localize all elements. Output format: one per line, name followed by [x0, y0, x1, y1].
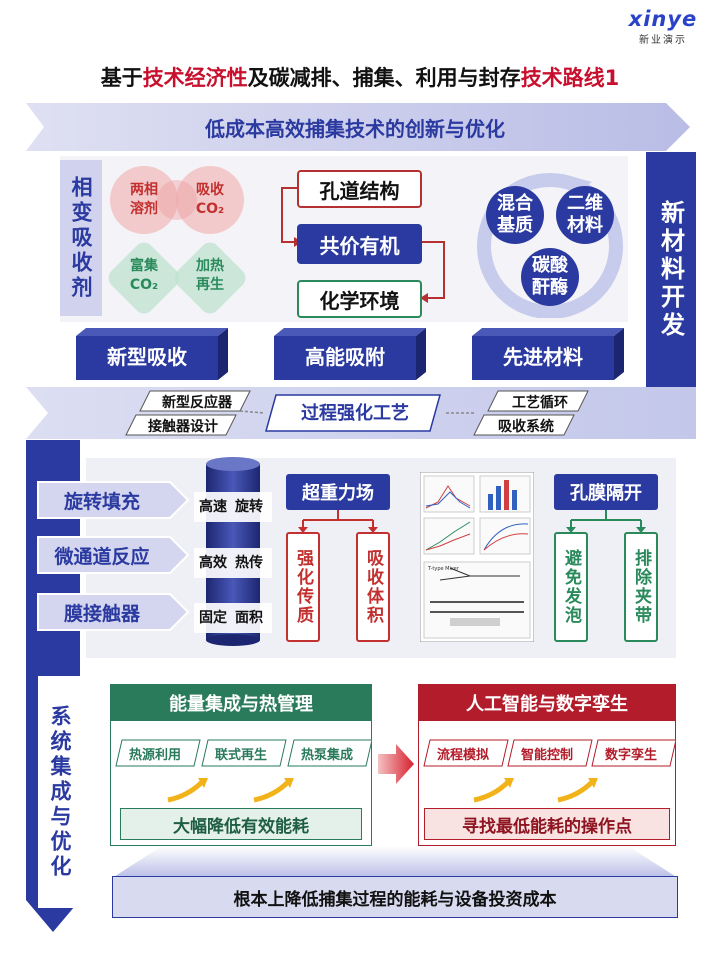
energy-chip-heat-pump: 热泵集成 — [300, 747, 353, 763]
cylinder-label-efficient: 高效 — [199, 555, 227, 571]
pore-structure-box: 孔道结构 — [297, 170, 422, 208]
tag-new-reactor: 新型反应器 — [162, 395, 232, 411]
ai-chip-shapes — [423, 739, 676, 803]
cylinder-label-area: 面积 — [235, 610, 263, 626]
brand-logo: xinye — [628, 7, 698, 31]
ai-chip-process-sim: 流程模拟 — [436, 747, 489, 763]
venn-diagram — [108, 166, 246, 314]
mini-bar-chart — [479, 475, 531, 513]
energy-chip-shapes — [115, 739, 372, 803]
slab-new-absorption — [76, 328, 228, 380]
membrane-separation-title: 孔膜隔开 — [554, 474, 658, 510]
title-part-3: 及碳减排、捕集、利用与封存 — [247, 66, 521, 90]
equipment-cylinder — [194, 457, 272, 646]
top-band-title: 低成本高效捕集技术的创新与优化 — [205, 116, 505, 141]
slab-advanced-materials — [472, 328, 624, 380]
cylinder-label-high-speed: 高速 — [199, 499, 227, 515]
slab-label-new-absorption: 新型吸收 — [107, 344, 187, 369]
slab-high-energy-adsorption — [274, 328, 426, 380]
high-gravity-title: 超重力场 — [286, 474, 390, 510]
cylinder-label-rotation: 旋转 — [235, 499, 263, 515]
ai-result-box: 寻找最低能耗的操作点 — [424, 808, 670, 840]
phase-change-label: 相变吸收剂 — [60, 160, 102, 316]
cylinder-label-heat-transfer: 热传 — [235, 555, 263, 571]
method-microchannel: 微通道反应 — [54, 545, 150, 568]
new-material-development-label: 新材料开发 — [646, 152, 696, 388]
right-arrow-icon — [378, 744, 414, 784]
method-rotating-packed: 旋转填充 — [63, 490, 140, 513]
process-band — [26, 387, 696, 439]
category-slabs — [76, 328, 624, 380]
energy-result-box: 大幅降低有效能耗 — [120, 808, 362, 840]
title-highlight-2: 技术路线1 — [520, 66, 620, 90]
tag-process-cycle: 工艺循环 — [512, 395, 568, 411]
venn-heat-regen: 加热再生 — [196, 258, 224, 293]
cylinder-label-fixed: 固定 — [199, 610, 227, 626]
research-figures: T-type Mixer — [420, 472, 534, 642]
system-integration-label: 系统集成与优化 — [38, 676, 82, 908]
brand-subtitle: 新业演示 — [639, 34, 687, 46]
material-2d: 二维材料 — [556, 186, 614, 244]
ai-chip-smart-control: 智能控制 — [520, 747, 573, 763]
slab-label-high-adsorption: 高能吸附 — [305, 344, 385, 369]
venn-two-phase: 两相溶剂 — [130, 182, 158, 217]
mini-line-chart-1 — [423, 475, 475, 513]
material-carbonic-anhydrase: 碳酸酐酶 — [521, 248, 579, 306]
slab-label-advanced-materials: 先进材料 — [503, 344, 583, 369]
bottom-conclusion: 根本上降低捕集过程的能耗与设备投资成本 — [112, 876, 678, 918]
mini-line-chart-2 — [423, 517, 475, 555]
energy-card-title: 能量集成与热管理 — [111, 685, 371, 721]
title-highlight-1: 技术经济性 — [142, 66, 248, 90]
title-part-1: 基于 — [100, 66, 143, 90]
top-arrow-band — [26, 103, 690, 151]
membrane-avoid-foaming: 避免发泡 — [554, 532, 588, 642]
bottom-funnel — [112, 846, 678, 878]
figure-mixer-label: T-type Mixer — [427, 566, 460, 572]
covalent-organic-box: 共价有机 — [297, 224, 422, 264]
high-gravity-connectors — [298, 510, 378, 533]
method-membrane-contactor: 膜接触器 — [63, 602, 140, 625]
membrane-remove-entrainment: 排除夹带 — [624, 532, 658, 642]
structure-connectors — [281, 187, 445, 303]
tag-contactor-design: 接触器设计 — [148, 419, 218, 435]
material-mixed-matrix: 混合基质 — [486, 186, 544, 244]
mini-line-chart-3 — [479, 517, 531, 555]
mixer-schematic — [423, 561, 531, 639]
hg-enhanced-mass-transfer: 强化传质 — [286, 532, 320, 642]
chemical-environment-box: 化学环境 — [297, 280, 422, 318]
membrane-connectors — [566, 510, 646, 533]
page-title: 基于技术经济性及碳减排、捕集、利用与封存技术路线1 — [20, 62, 700, 92]
hg-absorption-volume: 吸收体积 — [356, 532, 390, 642]
energy-chip-coupled-regen: 联式再生 — [214, 747, 267, 763]
process-intensification-title: 过程强化工艺 — [301, 403, 409, 424]
ai-chip-digital-twin: 数字孪生 — [604, 747, 657, 763]
ai-card-title: 人工智能与数字孪生 — [419, 685, 675, 721]
energy-chip-heat-source: 热源利用 — [128, 747, 181, 763]
method-chevrons — [37, 481, 190, 631]
tag-absorption-system: 吸收系统 — [498, 419, 554, 435]
